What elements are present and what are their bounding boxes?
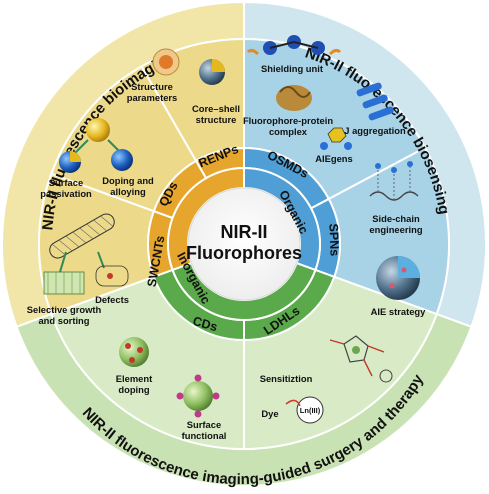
surface-functional-label-1: Surface xyxy=(187,419,221,430)
center-title-line1: NIR-II xyxy=(221,222,268,242)
element-doping-label-1: Element xyxy=(116,373,152,384)
arrow-icon xyxy=(97,251,105,269)
j-aggregation-label: J aggregation xyxy=(344,125,406,136)
shielding-unit-molecule-icon xyxy=(246,35,342,56)
aiegens-icon xyxy=(320,127,352,150)
center-title-line2: Fluorophores xyxy=(186,243,302,263)
ligand-icon xyxy=(194,410,202,418)
defects-label: Defects xyxy=(95,294,129,305)
qd-particle-icon xyxy=(86,118,110,142)
selective-growth-label-2: and sorting xyxy=(38,315,89,326)
spns-illustrations xyxy=(369,161,420,300)
qds-illustrations xyxy=(59,118,133,173)
osmds-illustrations xyxy=(246,35,394,150)
dye-label: Dye xyxy=(261,408,278,419)
defect-nanotube-icon xyxy=(95,265,129,287)
side-chain-label-1: Side-chain xyxy=(372,213,420,224)
side-chain-label-2: engineering xyxy=(369,224,422,235)
shielding-unit-label: Shielding unit xyxy=(261,63,323,74)
ligand-icon xyxy=(176,392,184,400)
passivation-cut-icon xyxy=(70,151,81,162)
ln-ion-icon xyxy=(296,396,324,424)
fluorophore-protein-label-1: Fluorophore-protein xyxy=(243,115,333,126)
structure-parameters-label-1: Structure xyxy=(131,81,173,92)
center-disc xyxy=(187,187,301,301)
energy-transfer-arrow-icon xyxy=(285,399,301,407)
ligand-icon xyxy=(212,392,220,400)
doping-alloying-label-2: alloying xyxy=(110,186,146,197)
side-chain-icon xyxy=(369,161,419,201)
structure-parameters-label-2: parameters xyxy=(127,92,178,103)
renps-illustrations xyxy=(152,48,225,85)
selective-growth-label-1: Selective growth xyxy=(27,304,102,315)
aie-strategy-label: AIE strategy xyxy=(371,306,426,317)
ln-complex-icon xyxy=(329,335,393,383)
arrow-icon xyxy=(59,251,67,273)
ln-label: Ln(III) xyxy=(300,406,321,415)
aiegens-label: AIEgens xyxy=(315,153,353,164)
doping-alloying-icon xyxy=(111,149,133,171)
j-aggregation-icon xyxy=(356,82,394,121)
cds-illustrations xyxy=(119,337,220,418)
dopant-dot-icon xyxy=(137,347,143,353)
ligand-icon xyxy=(194,374,202,382)
spns-label: SPNs xyxy=(326,223,341,256)
swcnts-illustrations xyxy=(43,213,129,295)
surface-passivation-label-2: passivation xyxy=(40,188,92,199)
core-shell-cut-icon xyxy=(212,59,225,72)
dopant-dot-icon xyxy=(125,343,131,349)
surface-passivation-label-1: Surface xyxy=(49,177,83,188)
surface-functional-label-2: functional xyxy=(182,430,227,441)
grid-lines xyxy=(47,272,81,294)
aie-dot-icon xyxy=(389,283,395,289)
group-ring xyxy=(167,166,321,322)
dopant-dot-icon xyxy=(129,357,135,363)
sensitiztion-label: Sensitiztion xyxy=(260,373,313,384)
core-shell-label-2: structure xyxy=(196,114,237,125)
aie-strategy-cut-icon xyxy=(398,256,420,278)
doping-alloying-label-1: Doping and xyxy=(102,175,154,186)
core-shell-label-1: Core–shell xyxy=(192,103,240,114)
defect-dot-icon xyxy=(107,273,113,279)
fluorophore-protein-label-2: complex xyxy=(269,126,308,137)
category-ring xyxy=(147,146,341,342)
cds-label: CDs xyxy=(191,314,219,334)
structure-core-icon xyxy=(159,55,173,69)
aie-dot-icon xyxy=(401,267,407,273)
nanotube-icon xyxy=(49,213,115,259)
protein-complex-icon xyxy=(276,85,312,111)
element-doping-label-2: doping xyxy=(118,384,150,395)
surface-functional-icon xyxy=(183,381,213,411)
element-doping-icon xyxy=(119,337,149,367)
ldhls-illustrations xyxy=(285,335,393,424)
